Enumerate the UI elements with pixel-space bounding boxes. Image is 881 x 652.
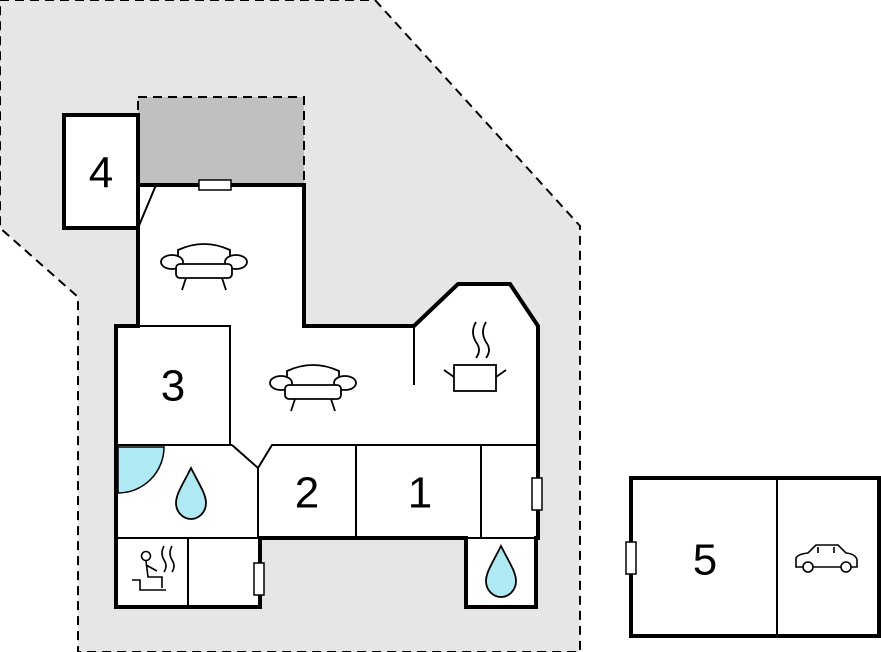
- car-icon: [795, 544, 858, 573]
- room-label-3: 3: [161, 362, 185, 411]
- door-arc-icon: [117, 446, 165, 494]
- window-garage: [625, 541, 637, 575]
- room-label-2: 2: [295, 469, 319, 518]
- room-label-1: 1: [408, 469, 432, 518]
- water-drop-icon: [485, 543, 517, 598]
- terrace: [137, 96, 305, 186]
- window-right: [531, 477, 543, 511]
- sofa-icon: [160, 243, 248, 291]
- room-label-5: 5: [693, 536, 717, 585]
- window-bottom: [253, 562, 265, 596]
- room-label-4: 4: [89, 149, 113, 198]
- water-drop-icon: [175, 465, 207, 520]
- sofa-icon: [269, 364, 357, 412]
- window-top: [198, 179, 232, 191]
- sauna-icon: [132, 545, 175, 591]
- interior-walls: [116, 184, 538, 607]
- cooking-pot-icon: [443, 321, 507, 392]
